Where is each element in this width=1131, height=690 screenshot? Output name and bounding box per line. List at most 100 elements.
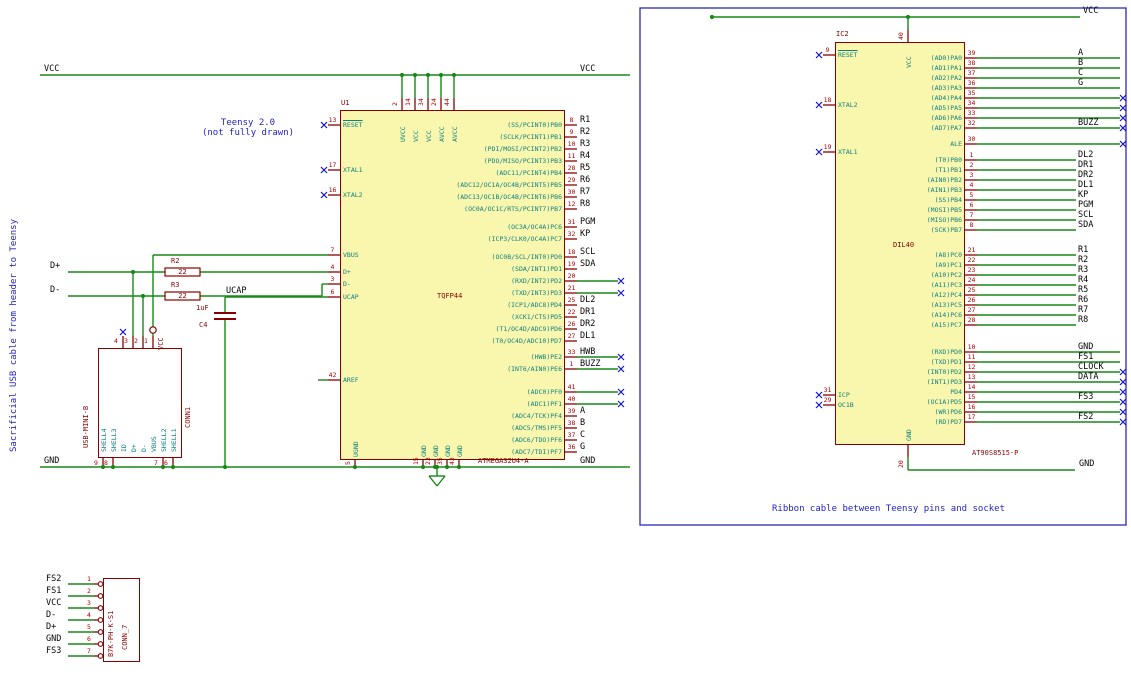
net-label: C <box>580 430 586 440</box>
no-connect-icon <box>1119 398 1127 406</box>
no-connect-icon <box>815 148 823 156</box>
pin-name: (T1)PB1 <box>934 166 962 174</box>
pin-number: 31 <box>567 218 576 226</box>
no-connect-icon <box>617 277 625 285</box>
pin-number: 28 <box>967 316 976 324</box>
pin-number: 27 <box>967 306 976 314</box>
conn7-body[interactable] <box>103 578 140 662</box>
pin-name: (A12)PC4 <box>930 291 962 299</box>
pin-number: 16 <box>967 403 976 411</box>
pin-circle <box>97 605 104 611</box>
pin-number: 6 <box>330 288 335 296</box>
pin-name: GND <box>905 429 913 441</box>
pin-name: (ADC13/OC1B/OC4B/PCINT6)PB6 <box>456 193 562 201</box>
pin-circle <box>97 629 104 635</box>
pin-name: (AD4)PA4 <box>930 94 962 102</box>
net-label: BUZZ <box>580 359 601 369</box>
pin-name: (INT1)PD3 <box>926 378 962 386</box>
pin-name: D- <box>140 444 148 452</box>
net-label: FS1 <box>46 586 62 596</box>
pin-number: 4 <box>330 263 335 271</box>
pin-name: VBUS <box>343 251 359 259</box>
pin-name: (ADC1)PF1 <box>526 400 562 408</box>
pin-name: (MISO)PB6 <box>926 216 962 224</box>
resistor-r3-symbol[interactable] <box>164 291 201 301</box>
net-label: R2 <box>580 127 591 137</box>
c4-ref: C4 <box>199 321 208 329</box>
net-label: CLOCK <box>1078 362 1104 372</box>
pin-number: 16 <box>328 186 337 194</box>
pin-number: 29 <box>823 396 832 404</box>
junction-dot <box>399 72 405 78</box>
pin-number: 18 <box>823 96 832 104</box>
pin-name: (A8)PC0 <box>934 251 962 259</box>
pin-number: 11 <box>567 152 576 160</box>
pin-number: 14 <box>404 98 412 106</box>
u1-value: TQFP44 <box>437 292 463 300</box>
r3-ref: R3 <box>171 281 180 289</box>
pin-name: SHELL3 <box>110 428 118 452</box>
junction-dot <box>352 464 358 470</box>
pin-number: 13 <box>328 116 337 124</box>
pin-number: 35 <box>967 89 976 97</box>
pin-number: 26 <box>967 296 976 304</box>
pin-number: 3 <box>330 275 335 283</box>
no-connect-icon <box>1119 418 1127 426</box>
pin-number: 40 <box>567 395 576 403</box>
pin-name: (AD3)PA3 <box>930 84 962 92</box>
no-connect-icon <box>1119 388 1127 396</box>
pin-circle <box>97 641 104 647</box>
net-label: R8 <box>1078 315 1089 325</box>
r2-ref: R2 <box>171 257 180 265</box>
net-label: A <box>580 406 586 416</box>
pin-name: ICP <box>838 391 850 399</box>
pin-number: 1 <box>969 151 974 159</box>
no-connect-icon <box>617 289 625 297</box>
pin-number: 6 <box>87 635 91 643</box>
conn1-body[interactable] <box>98 348 182 458</box>
net-label: SDA <box>1078 220 1094 230</box>
net-label: SCL <box>1078 210 1094 220</box>
pin-name: (PDI/MOSI/PCINT2)PB2 <box>483 145 562 153</box>
net-label: DL2 <box>1078 150 1094 160</box>
pin-number: 2 <box>87 587 91 595</box>
vcc-label-right: VCC <box>580 64 596 74</box>
pin-name: (ICP1/ADC8)PD4 <box>507 301 562 309</box>
pin-number: 20 <box>567 272 576 280</box>
no-connect-icon <box>320 166 328 174</box>
pin-name: (RXD/INT2)PD2 <box>511 277 562 285</box>
net-label: R4 <box>580 151 591 161</box>
vcc-label-left: VCC <box>44 64 60 74</box>
net-label: R3 <box>580 139 591 149</box>
pin-name: (AD7)PA7 <box>930 124 962 132</box>
net-label: D- <box>46 610 57 620</box>
ic2-body[interactable] <box>835 42 965 445</box>
conn7-value: B7K-PH-K-S1 <box>107 610 115 657</box>
pin-number: 18 <box>567 248 576 256</box>
pin-name: (A9)PC1 <box>934 261 962 269</box>
pin-name: RESET <box>343 121 363 129</box>
conn7-ref: CONN_7 <box>121 624 129 650</box>
resistor-r2-symbol[interactable] <box>164 267 201 277</box>
pin-number: 38 <box>967 59 976 67</box>
no-connect-icon <box>617 365 625 373</box>
ribbon-section-border <box>639 7 1127 526</box>
net-label: DL1 <box>1078 180 1094 190</box>
pin-name: (ADC0)PF0 <box>526 388 562 396</box>
pin-number: 32 <box>967 119 976 127</box>
pin-name: XTAL1 <box>838 148 858 156</box>
net-label: R7 <box>580 187 591 197</box>
pin-number: 7 <box>154 459 158 467</box>
u1-body[interactable] <box>340 110 565 460</box>
pin-name: (ADC7/TDI)PF7 <box>511 448 562 456</box>
net-label: FS3 <box>46 646 62 656</box>
pin-number: 17 <box>328 161 337 169</box>
pin-number: 12 <box>567 200 576 208</box>
pin-number: 37 <box>967 69 976 77</box>
pin-number: 3 <box>969 171 974 179</box>
pin-name: (ADC4/TCK)PF4 <box>511 412 562 420</box>
r3-value: 22 <box>178 292 187 300</box>
pin-number: 1 <box>87 575 91 583</box>
pin-number: 25 <box>967 286 976 294</box>
